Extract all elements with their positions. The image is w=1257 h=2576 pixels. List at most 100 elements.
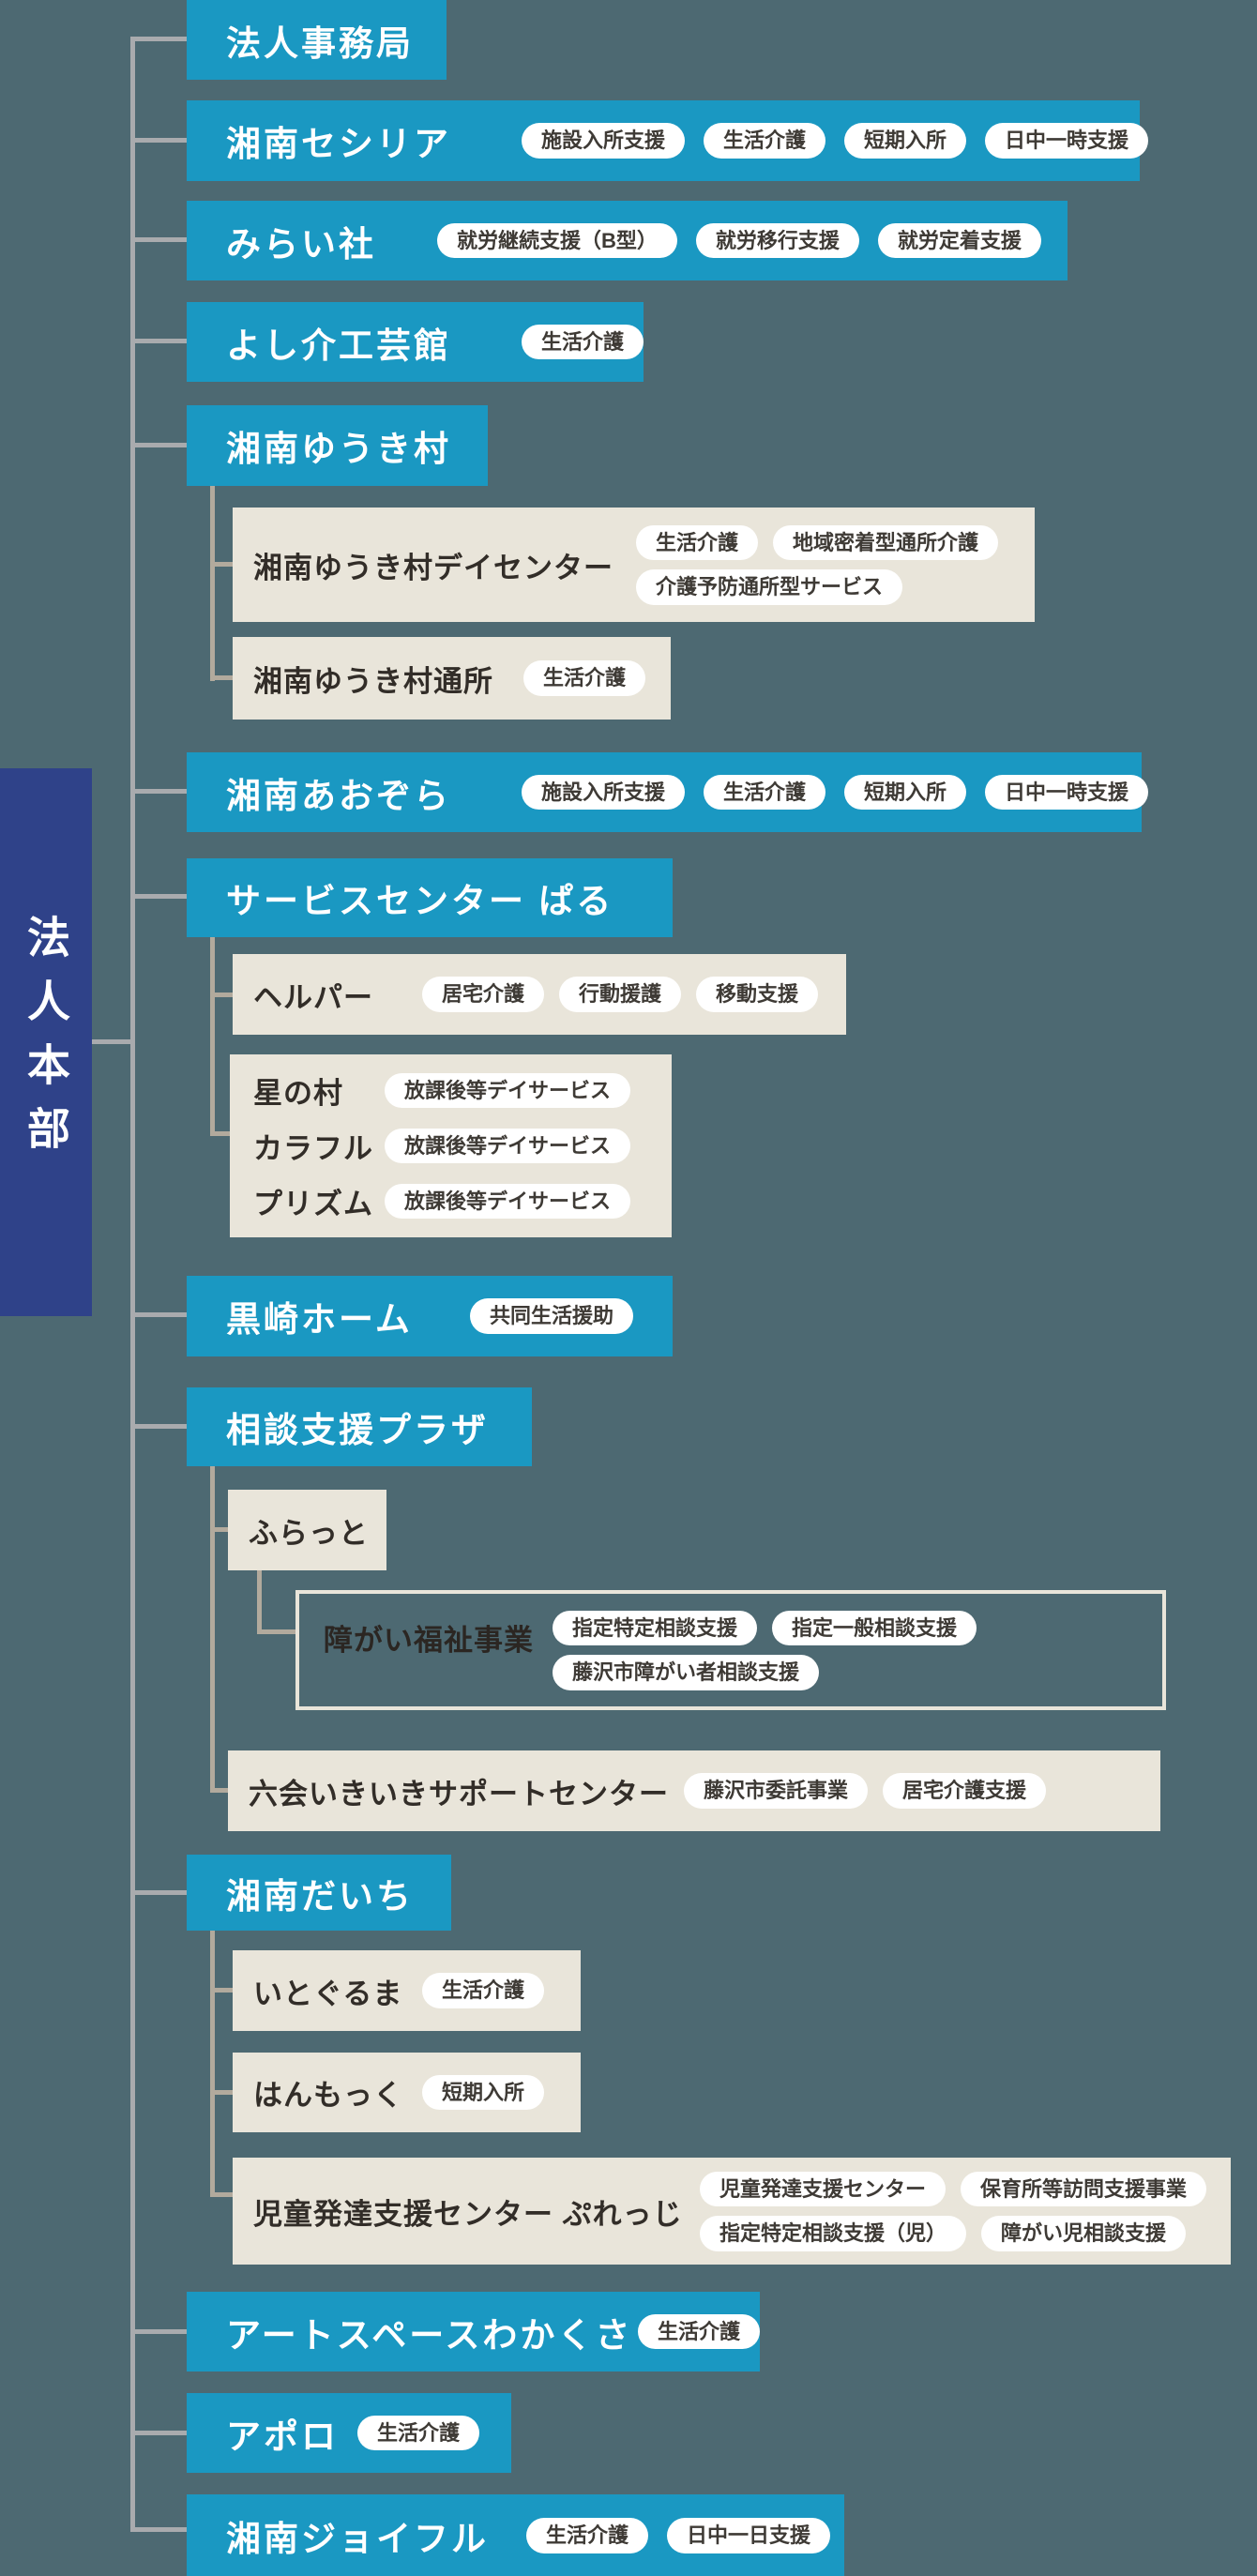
service-tag: 生活介護 (522, 324, 644, 360)
service-tag: 施設入所支援 (522, 123, 686, 159)
connector-mirai (130, 237, 187, 242)
service-tag: 障がい児相談支援 (981, 2216, 1187, 2251)
org-node-hojin-jimukyoku: 法人事務局 (187, 0, 447, 80)
service-tag: 共同生活援助 (470, 1298, 634, 1334)
connector-mutsuai (210, 1788, 228, 1793)
service-tag: 放課後等デイサービス (385, 1183, 631, 1220)
service-tag: 日中一日支援 (667, 2518, 831, 2553)
org-node-label: 湘南ジョイフル (226, 2520, 489, 2558)
connector-joyful (130, 2527, 187, 2532)
branch-line-yukimura (210, 486, 215, 681)
org-node-label: ヘルパー (253, 980, 373, 1014)
service-tag: 放課後等デイサービス (385, 1072, 631, 1109)
service-tag: 生活介護 (637, 2313, 760, 2350)
org-node-kurosaki-home: 黒崎ホーム 共同生活援助 (187, 1276, 673, 1356)
org-node-label: 湘南ゆうき村 (226, 430, 451, 468)
service-tag: 生活介護 (357, 2415, 480, 2451)
org-node-label: 湘南ゆうき村デイセンター (253, 551, 613, 584)
connector-yukimura-tsusho (210, 675, 233, 680)
org-node-label: 法人事務局 (226, 23, 414, 63)
afterschool-row: 星の村 放課後等デイサービス (253, 1069, 672, 1112)
trunk-line (130, 37, 135, 2532)
org-node-label: 湘南セシリア (226, 125, 451, 163)
service-tag: 短期入所 (844, 123, 967, 159)
connector-itoguruma (210, 1988, 233, 1993)
service-tag: 地域密着型通所介護 (773, 524, 999, 560)
org-node-yukimura-day-center: 湘南ゆうき村デイセンター 生活介護 地域密着型通所介護 介護予防通所型サービス (233, 508, 1035, 622)
connector-root (92, 1039, 135, 1044)
connector-kurosaki (130, 1312, 187, 1317)
service-tag: 児童発達支援センター (700, 2171, 947, 2206)
org-node-mutsuai-ikiiki-support-center: 六会いきいきサポートセンター 藤沢市委託事業 居宅介護支援 (228, 1750, 1160, 1831)
service-tag: 介護予防通所型サービス (636, 569, 903, 605)
service-tag-group: 指定特定相談支援 指定一般相談支援 藤沢市障がい者相談支援 (553, 1610, 977, 1690)
org-node-label: カラフル (253, 1132, 373, 1165)
org-node-label: プリズム (253, 1188, 373, 1220)
org-node-shonan-yukimura: 湘南ゆうき村 (187, 405, 488, 486)
service-tag-row: 指定特定相談支援 指定一般相談支援 (553, 1610, 977, 1645)
branch-line-furatto (257, 1570, 262, 1634)
service-tag: 藤沢市障がい者相談支援 (553, 1655, 820, 1690)
org-node-label: 黒崎ホーム (226, 1300, 413, 1339)
service-tag: 保育所等訪問支援事業 (961, 2171, 1207, 2206)
connector-cecilia (130, 138, 187, 143)
org-node-label: 障がい福祉事業 (324, 1624, 534, 1657)
connector-helper (210, 993, 233, 997)
org-node-helper: ヘルパー 居宅介護 行動援護 移動支援 (233, 954, 846, 1035)
service-tag: 日中一時支援 (985, 123, 1149, 159)
service-tag-group: 児童発達支援センター 保育所等訪問支援事業 指定特定相談支援（児） 障がい児相談… (700, 2171, 1207, 2251)
org-node-hojin-honbu: 法人本部 (0, 768, 92, 1316)
connector-afterschool (210, 1131, 230, 1136)
service-tag: 居宅介護 (422, 977, 545, 1012)
afterschool-row: カラフル 放課後等デイサービス (253, 1125, 672, 1167)
service-tag: 日中一時支援 (985, 774, 1149, 811)
org-node-label: 湘南だいち (226, 1876, 414, 1916)
connector-shogai (257, 1629, 295, 1634)
service-tag: 短期入所 (422, 2074, 545, 2111)
connector-hanmokku (210, 2090, 233, 2095)
org-node-label: ふらっと (249, 1516, 369, 1550)
service-tag-row: 生活介護 地域密着型通所介護 (636, 524, 999, 560)
service-tag-row: 児童発達支援センター 保育所等訪問支援事業 (700, 2171, 1207, 2206)
service-tag: 生活介護 (636, 524, 759, 560)
service-tag: 移動支援 (696, 977, 819, 1012)
branch-line-plaza (210, 1466, 215, 1793)
connector-furatto (210, 1527, 228, 1532)
branch-line-pal (210, 937, 215, 1136)
connector-jimu (130, 37, 187, 41)
org-node-label: 湘南ゆうき村通所 (253, 664, 493, 698)
service-tag: 藤沢市委託事業 (684, 1773, 869, 1809)
service-tag: 生活介護 (704, 123, 826, 159)
org-node-apollo: アポロ 生活介護 (187, 2393, 511, 2473)
org-node-label: いとぐるま (253, 1977, 403, 2010)
org-node-furatto: ふらっと (228, 1490, 386, 1570)
org-node-yoshisuke-kogeikan: よし介工芸館 生活介護 (187, 302, 644, 382)
service-tag: 指定一般相談支援 (772, 1610, 977, 1645)
org-node-hanmokku: はんもっく 短期入所 (233, 2053, 581, 2132)
org-node-label: 湘南あおぞら (226, 776, 451, 815)
service-tag: 生活介護 (704, 774, 826, 811)
org-node-label: アートスペースわかくさ (226, 2315, 633, 2355)
service-tag: 生活介護 (422, 1973, 545, 2008)
service-tag-row: 指定特定相談支援（児） 障がい児相談支援 (700, 2216, 1206, 2251)
service-tag: 施設入所支援 (522, 774, 686, 811)
org-node-label: みらい社 (226, 224, 376, 264)
org-node-artspace-wakakusa: アートスペースわかくさ 生活介護 (187, 2292, 760, 2371)
org-node-label: アポロ (226, 2417, 339, 2456)
org-node-afterschool-group: 星の村 放課後等デイサービス カラフル 放課後等デイサービス プリズム 放課後等… (230, 1054, 672, 1237)
service-tag: 行動援護 (559, 977, 682, 1012)
service-tag: 短期入所 (844, 774, 967, 811)
org-node-label: よし介工芸館 (226, 326, 451, 365)
service-tag: 就労継続支援（B型） (437, 222, 677, 259)
org-node-itoguruma: いとぐるま 生活介護 (233, 1950, 581, 2031)
org-node-yukimura-tsusho: 湘南ゆうき村通所 生活介護 (233, 637, 671, 720)
service-tag-group: 生活介護 地域密着型通所介護 介護予防通所型サービス (636, 524, 999, 605)
connector-aozora (130, 789, 187, 794)
org-node-shogai-fukushi-jigyo: 障がい福祉事業 指定特定相談支援 指定一般相談支援 藤沢市障がい者相談支援 (295, 1590, 1166, 1710)
service-tag: 就労移行支援 (695, 222, 859, 259)
org-node-jido-hattatsu-center-pledge: 児童発達支援センター ぷれっじ 児童発達支援センター 保育所等訪問支援事業 指定… (233, 2158, 1231, 2265)
service-tag-row: 介護予防通所型サービス (636, 569, 998, 605)
connector-yukimura-day (210, 562, 233, 567)
org-node-sodan-shien-plaza: 相談支援プラザ (187, 1387, 532, 1466)
